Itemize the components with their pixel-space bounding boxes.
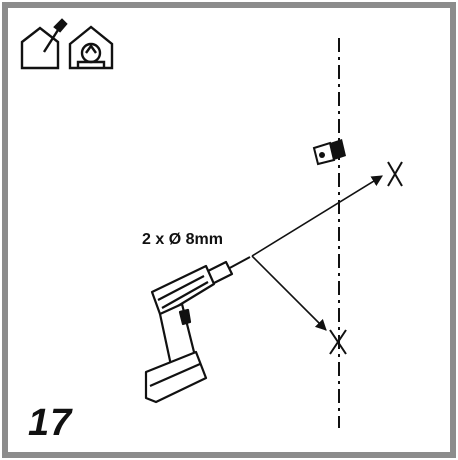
arrow-to-lower-mark [251,255,327,331]
drill-icon [144,256,251,404]
upper-drill-mark [387,161,403,187]
installation-tool-icon [20,18,68,70]
drill-spec-label: 2 x Ø 8mm [142,231,223,248]
step-number: 17 [28,402,73,444]
arrow-to-upper-mark [251,175,383,257]
house-service-icon [68,25,114,70]
wall-plug-icon [312,139,346,166]
lower-drill-mark [329,329,347,355]
